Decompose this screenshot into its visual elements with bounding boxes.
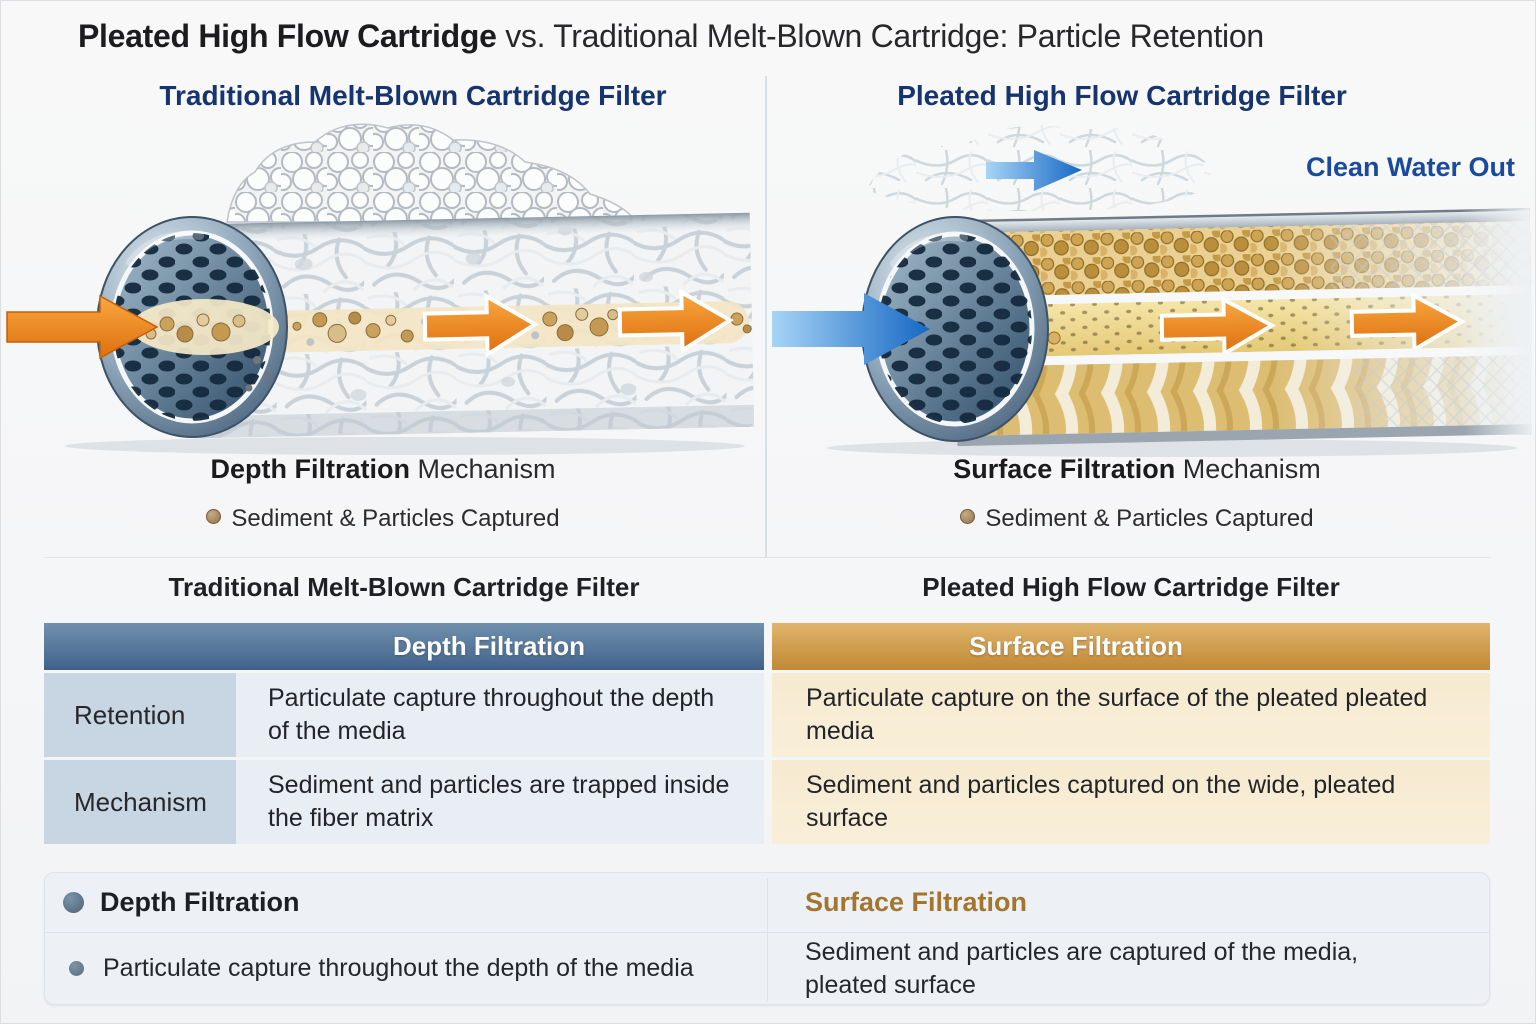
mechanism-surface-text: Sediment and particles captured on the w… bbox=[806, 771, 1396, 832]
page-title-rest: vs. Traditional Melt-Blown Cartridge: Pa… bbox=[496, 18, 1264, 54]
flow-arrow-right bbox=[1349, 292, 1466, 353]
retention-surface-cell: Particulate capture on the surface of th… bbox=[772, 673, 1490, 757]
comparison-table: Depth Filtration Surface Filtration Rete… bbox=[44, 623, 1490, 844]
depth-filtration-column-header-text: Depth Filtration bbox=[392, 631, 586, 661]
depth-mechanism-caption: Depth Filtration Mechanism bbox=[0, 454, 766, 485]
cartridge-body bbox=[189, 212, 755, 439]
footer-legend-panel: Depth Filtration Surface Filtration Part… bbox=[44, 872, 1490, 1005]
mechanism-depth-text: Sediment and particles are trapped insid… bbox=[268, 771, 730, 832]
flow-arrow-mid bbox=[422, 292, 539, 358]
footer-depth-title: Depth Filtration bbox=[100, 887, 300, 917]
inlet-arrow bbox=[772, 293, 930, 365]
sediment-dot-icon bbox=[960, 509, 976, 524]
sediment-dot-icon bbox=[206, 509, 222, 524]
footer-title-row: Depth Filtration Surface Filtration bbox=[45, 873, 1489, 932]
perforated-end-cap bbox=[96, 216, 288, 438]
depth-mechanism-rest: Mechanism bbox=[409, 454, 556, 484]
surface-filtration-column-header: Surface Filtration bbox=[772, 623, 1490, 670]
left-sediment-legend-text: Sediment & Particles Captured bbox=[231, 505, 560, 532]
flow-arrow-right bbox=[617, 288, 734, 354]
retention-depth-text: Particulate capture throughout the depth… bbox=[268, 684, 715, 745]
footer-depth-title-cell: Depth Filtration bbox=[45, 873, 767, 932]
right-sediment-legend-text: Sediment & Particles Captured bbox=[985, 505, 1314, 532]
table-row-retention: Retention Particulate capture throughout… bbox=[44, 673, 1490, 757]
granule-pile bbox=[226, 123, 639, 223]
retention-depth-cell: Particulate capture throughout the depth… bbox=[236, 673, 764, 757]
flow-arrow-mid bbox=[1159, 296, 1277, 357]
clean-water-arrow bbox=[986, 150, 1082, 191]
clean-water-out-label: Clean Water Out bbox=[1306, 152, 1516, 182]
table-right-title: Pleated High Flow Cartridge Filter bbox=[922, 572, 1340, 602]
inlet-arrow bbox=[6, 294, 159, 360]
footer-surface-title: Surface Filtration bbox=[805, 887, 1028, 917]
column-divider bbox=[765, 76, 767, 557]
left-sediment-legend: Sediment & Particles Captured bbox=[0, 505, 766, 533]
retention-surface-text: Particulate capture on the surface of th… bbox=[806, 684, 1428, 745]
footer-depth-desc-cell: Particulate capture throughout the depth… bbox=[45, 933, 767, 1004]
pleated-cartridge-illustration bbox=[772, 125, 1532, 457]
depth-desc-bullet-icon bbox=[69, 961, 84, 976]
right-sediment-legend: Sediment & Particles Captured bbox=[772, 505, 1502, 533]
surface-mechanism-bold: Surface Filtration bbox=[953, 454, 1176, 484]
page-title: Pleated High Flow Cartridge vs. Traditio… bbox=[78, 18, 1264, 55]
melt-blown-cartridge-illustration bbox=[6, 123, 755, 455]
mechanism-row-label: Mechanism bbox=[44, 760, 236, 844]
mechanism-depth-cell: Sediment and particles are trapped insid… bbox=[236, 760, 764, 844]
depth-bullet-icon bbox=[63, 892, 84, 913]
cartridge-shadow bbox=[65, 437, 745, 455]
footer-desc-row: Particulate capture throughout the depth… bbox=[45, 932, 1489, 1004]
inlet-burst bbox=[131, 299, 279, 355]
retention-row-label: Retention bbox=[44, 673, 236, 757]
surface-filtration-column-header-text: Surface Filtration bbox=[969, 631, 1183, 661]
page-title-lead: Pleated High Flow Cartridge bbox=[78, 18, 497, 54]
footer-surface-desc: Sediment and particles are captured of t… bbox=[805, 938, 1359, 999]
depth-mechanism-bold: Depth Filtration bbox=[210, 454, 410, 484]
footer-surface-title-cell: Surface Filtration bbox=[767, 873, 1489, 932]
right-panel-header: Pleated High Flow Cartridge Filter bbox=[897, 80, 1347, 111]
left-panel-header: Traditional Melt-Blown Cartridge Filter bbox=[159, 80, 667, 111]
surface-mechanism-caption: Surface Filtration Mechanism bbox=[772, 454, 1502, 485]
depth-filtration-column-header: Depth Filtration bbox=[44, 623, 764, 670]
inlet-particles bbox=[145, 313, 246, 343]
table-row-mechanism: Mechanism Sediment and particles are tra… bbox=[44, 760, 1490, 844]
footer-surface-desc-cell: Sediment and particles are captured of t… bbox=[767, 933, 1489, 1004]
section-divider bbox=[44, 557, 1491, 558]
footer-depth-desc: Particulate capture throughout the depth… bbox=[103, 954, 694, 983]
table-left-title: Traditional Melt-Blown Cartridge Filter bbox=[168, 572, 640, 602]
surface-mechanism-rest: Mechanism bbox=[1175, 454, 1321, 484]
cartridge-body bbox=[952, 208, 1532, 447]
footer-divider bbox=[767, 878, 768, 1001]
mechanism-surface-cell: Sediment and particles captured on the w… bbox=[772, 760, 1490, 844]
